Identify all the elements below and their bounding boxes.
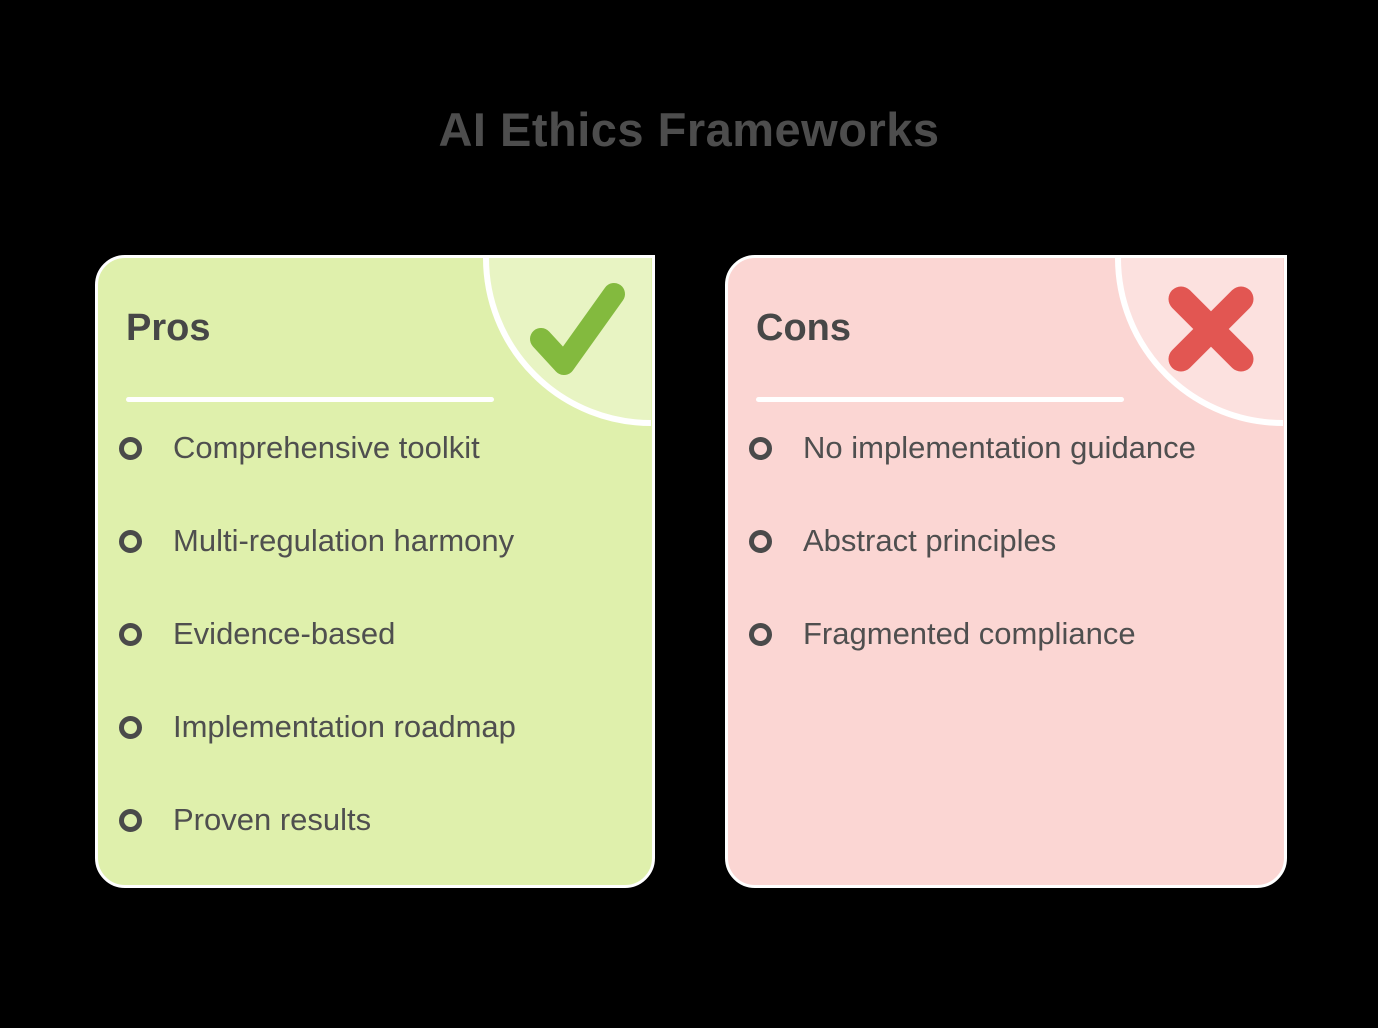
pros-divider (126, 397, 494, 402)
list-item: Proven results (119, 802, 631, 838)
circle-bullet-icon (749, 529, 772, 553)
list-item: Comprehensive toolkit (119, 430, 631, 466)
list-item-label: Evidence-based (173, 616, 396, 651)
list-item: Fragmented compliance (749, 616, 1263, 652)
cons-divider (756, 397, 1124, 402)
cons-corner-decoration (1115, 258, 1284, 426)
x-icon (1168, 286, 1254, 372)
list-item-label: Abstract principles (803, 523, 1057, 558)
list-item-label: Fragmented compliance (803, 616, 1136, 651)
list-item-label: No implementation guidance (803, 430, 1196, 465)
pros-corner-decoration (483, 258, 652, 426)
cons-card: Cons No implementation guidance Abstract… (725, 255, 1287, 888)
list-item: Abstract principles (749, 523, 1263, 559)
list-item-label: Proven results (173, 802, 372, 837)
pros-card: Pros Comprehensive toolkit Multi-regulat… (95, 255, 655, 888)
circle-bullet-icon (119, 436, 142, 460)
circle-bullet-icon (749, 436, 772, 460)
list-item-label: Implementation roadmap (173, 709, 516, 744)
corner-arc (1115, 258, 1284, 426)
list-item-label: Comprehensive toolkit (173, 430, 480, 465)
list-item: No implementation guidance (749, 430, 1263, 466)
pros-item-list: Comprehensive toolkit Multi-regulation h… (119, 430, 631, 838)
page-title: AI Ethics Frameworks (438, 103, 940, 156)
cons-item-list: No implementation guidance Abstract prin… (749, 430, 1263, 652)
pros-header: Pros (126, 307, 211, 349)
cons-header: Cons (756, 307, 851, 349)
list-item: Multi-regulation harmony (119, 523, 631, 559)
list-item: Implementation roadmap (119, 709, 631, 745)
circle-bullet-icon (119, 808, 142, 832)
circle-bullet-icon (119, 622, 142, 646)
circle-bullet-icon (119, 715, 142, 739)
circle-bullet-icon (749, 622, 772, 646)
corner-quarter-fill (486, 258, 651, 423)
list-item: Evidence-based (119, 616, 631, 652)
corner-arc (483, 258, 652, 426)
check-icon (530, 283, 625, 375)
list-item-label: Multi-regulation harmony (173, 523, 515, 558)
corner-quarter-fill (1118, 258, 1283, 423)
circle-bullet-icon (119, 529, 142, 553)
